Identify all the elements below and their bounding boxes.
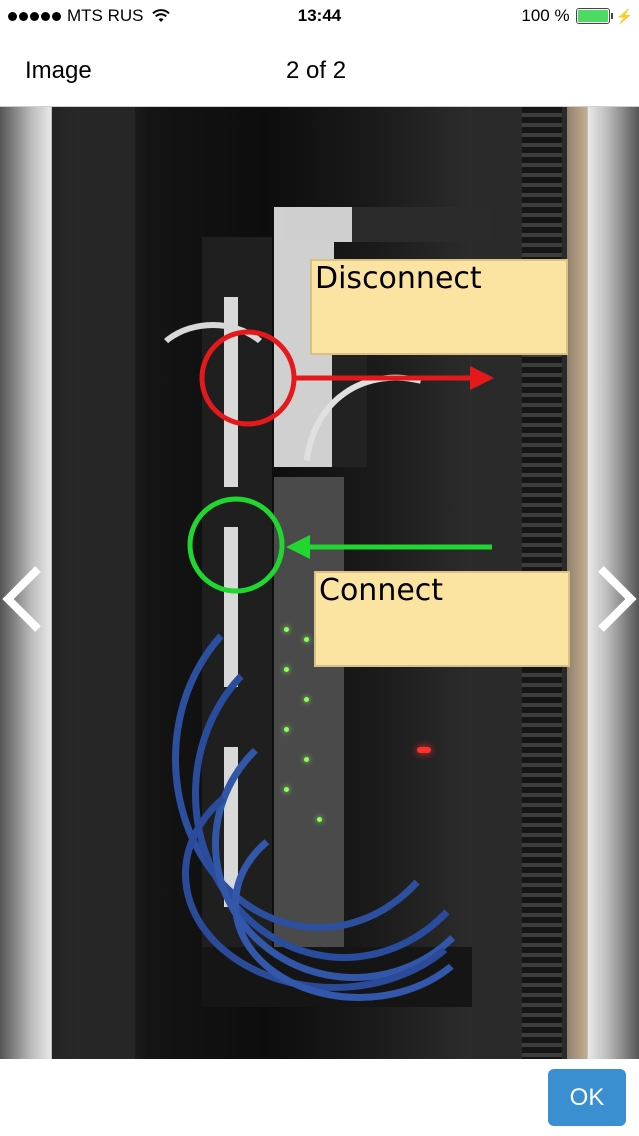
switch-side-module	[332, 347, 367, 467]
carrier-name: MTS RUS	[67, 6, 144, 25]
image-viewer[interactable]: Disconnect Connect	[0, 107, 639, 1059]
connect-marker-circle	[187, 496, 285, 594]
disconnect-marker-circle	[199, 329, 297, 427]
next-image-button[interactable]	[589, 549, 639, 649]
page-title: Image	[25, 57, 92, 84]
rack-post-left	[80, 107, 135, 1059]
annotation-overlay	[187, 329, 494, 594]
previous-image-button[interactable]	[0, 549, 50, 649]
status-time: 13:44	[297, 6, 342, 25]
charging-icon: ⚡	[615, 7, 633, 24]
status-right: 100 % ⚡	[521, 6, 633, 26]
chevron-left-icon	[2, 566, 41, 632]
ok-button[interactable]: OK	[548, 1069, 626, 1126]
connect-label: Connect	[314, 571, 570, 667]
battery-icon	[575, 8, 613, 24]
connect-arrow-head	[286, 535, 310, 559]
blue-cable	[232, 807, 486, 1001]
navigation-bar: Image 2 of 2	[0, 34, 639, 107]
battery-percentage: 100 %	[521, 6, 570, 25]
bottom-toolbar: OK	[0, 1059, 639, 1136]
chevron-right-icon	[598, 566, 637, 632]
wifi-icon	[151, 9, 170, 22]
image-counter: 2 of 2	[286, 57, 347, 84]
disconnect-arrow-head	[470, 366, 494, 390]
signal-strength-icon	[8, 11, 61, 21]
status-bar: MTS RUS 13:44 100 % ⚡	[0, 0, 639, 34]
rack-top-unit	[352, 207, 492, 242]
status-left: MTS RUS	[8, 6, 170, 26]
disconnect-label: Disconnect	[310, 259, 568, 355]
white-cable	[147, 322, 279, 424]
